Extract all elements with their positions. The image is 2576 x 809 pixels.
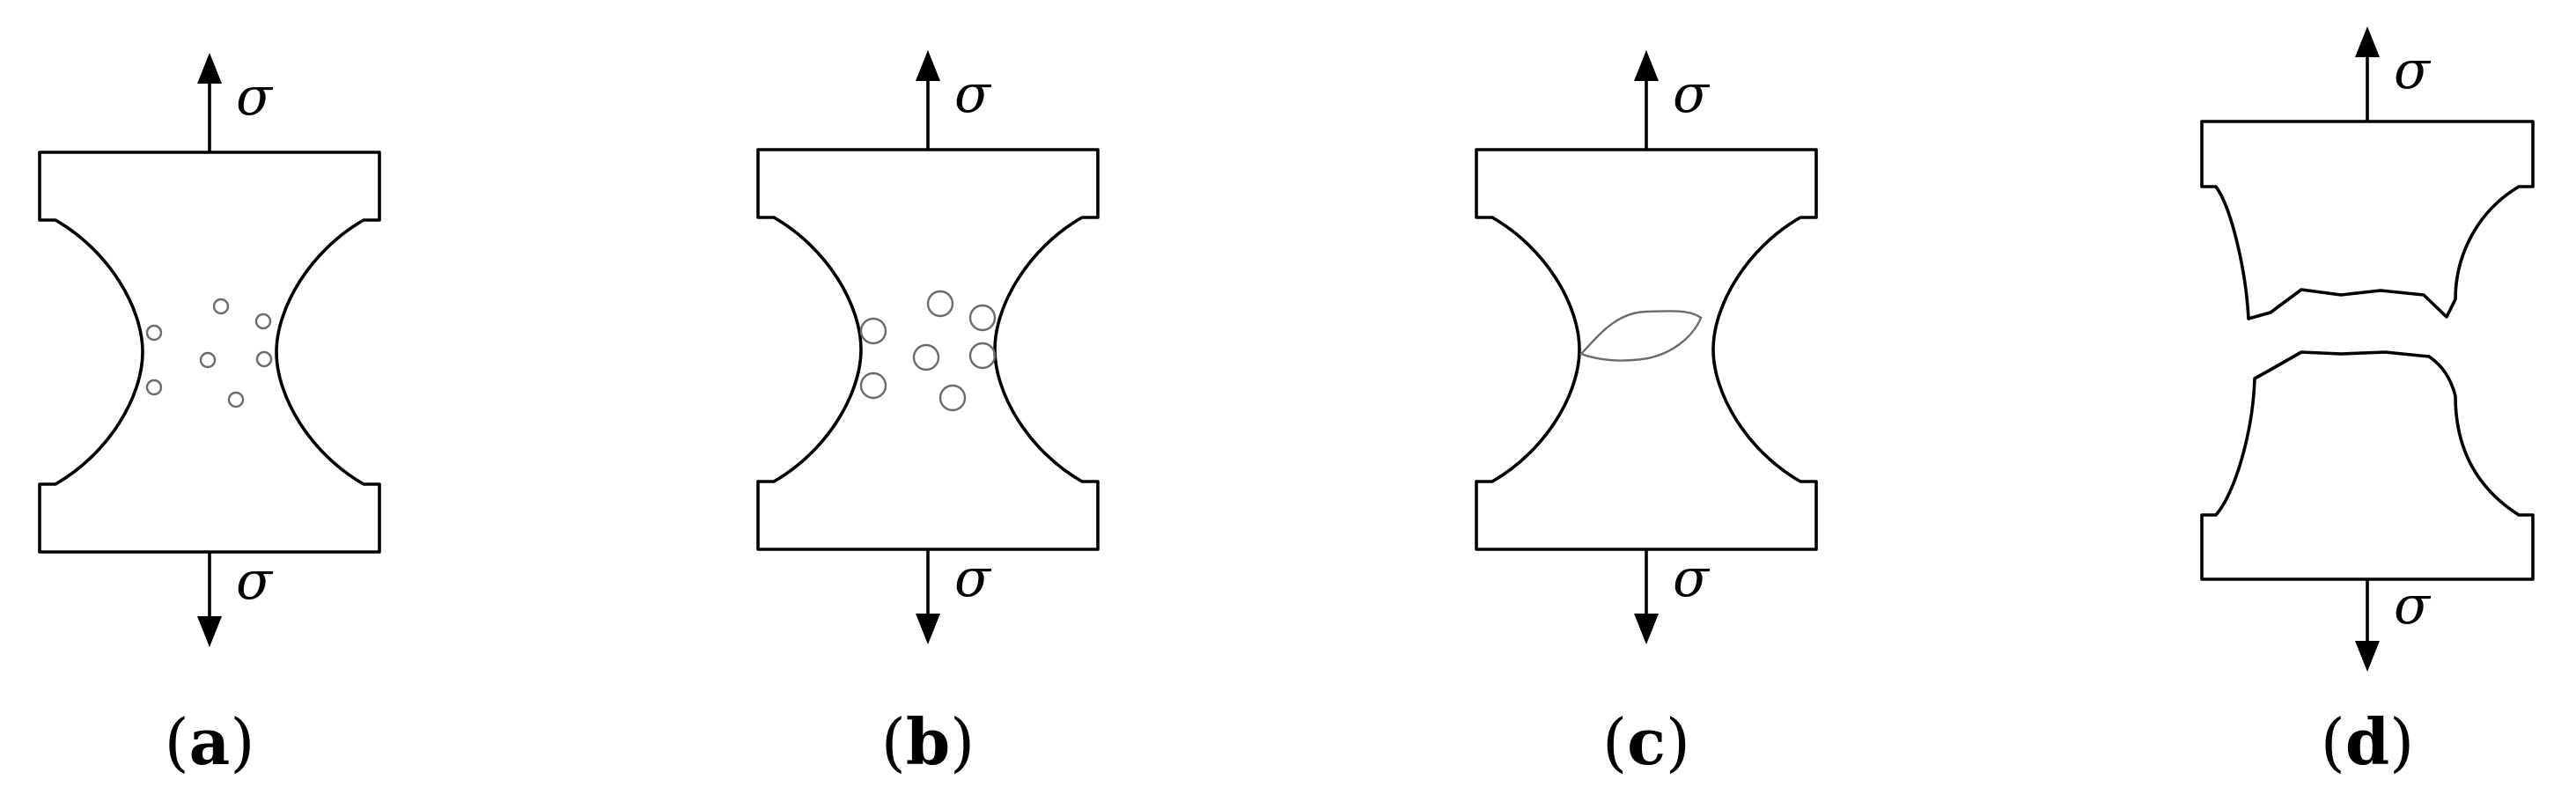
stress-arrow-bottom xyxy=(197,552,222,647)
micro-voids xyxy=(145,298,273,408)
void xyxy=(255,350,273,368)
void xyxy=(938,384,967,412)
sigma-label-bottom: σ xyxy=(236,550,274,612)
stress-arrow-bottom xyxy=(2355,579,2380,672)
sigma-label-bottom: σ xyxy=(954,548,992,609)
grown-voids xyxy=(859,290,997,412)
stress-arrow-top xyxy=(197,53,222,152)
caption-a: (a) xyxy=(165,704,255,779)
fractured-lower-half xyxy=(2200,350,2535,581)
void xyxy=(859,371,887,400)
sigma-label-top: σ xyxy=(2394,40,2432,101)
caption-c: (c) xyxy=(1602,704,1690,779)
specimen-outline xyxy=(38,151,381,554)
void xyxy=(912,343,940,371)
caption-d: (d) xyxy=(2321,704,2415,779)
void xyxy=(227,391,245,408)
specimen-outline xyxy=(756,148,1100,551)
void xyxy=(145,379,163,396)
stress-arrow-top xyxy=(2355,26,2380,121)
sigma-label-top: σ xyxy=(236,66,274,128)
void xyxy=(254,313,272,330)
panel-c: σ σ xyxy=(1475,50,1818,644)
void xyxy=(212,298,230,315)
sigma-label-bottom: σ xyxy=(2394,575,2432,636)
void xyxy=(199,351,217,369)
sigma-label-top: σ xyxy=(1673,63,1711,125)
panel-d: σ σ xyxy=(2200,26,2535,672)
void xyxy=(145,324,163,342)
void xyxy=(926,290,954,318)
caption-b: (b) xyxy=(881,704,975,779)
stress-arrow-bottom xyxy=(916,549,940,644)
specimen-outline xyxy=(1475,148,1818,551)
coalesced-crack xyxy=(1579,310,1703,362)
sigma-label-bottom: σ xyxy=(1673,548,1711,609)
panel-b: σ σ xyxy=(756,50,1100,644)
fractured-upper-half xyxy=(2200,120,2535,320)
stress-arrow-top xyxy=(916,50,940,150)
sigma-label-top: σ xyxy=(954,63,992,125)
void xyxy=(859,317,887,345)
stress-arrow-top xyxy=(1634,50,1659,150)
void xyxy=(968,342,997,370)
panel-a: σ σ xyxy=(38,53,381,647)
void xyxy=(968,304,997,332)
stress-arrow-bottom xyxy=(1634,549,1659,644)
